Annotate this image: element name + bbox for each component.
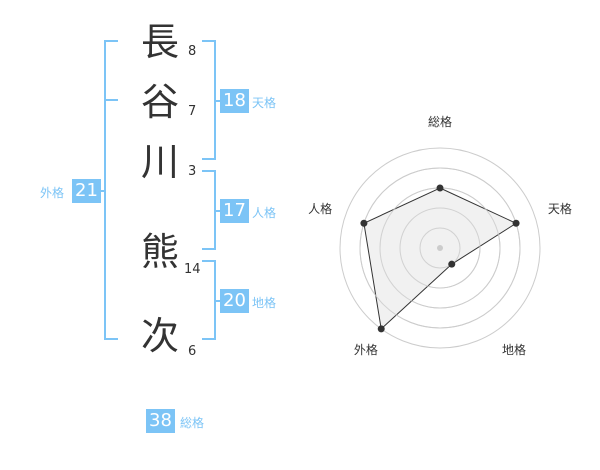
radar-grid-ring-overlay: [399, 207, 481, 289]
gaikaku-label: 外格: [40, 186, 65, 200]
radar-point-5: [360, 219, 368, 227]
jinkaku-value: 17: [220, 199, 249, 223]
radar-axis-label-1: 総格: [428, 114, 452, 129]
jinkaku-connector: [214, 210, 222, 212]
radar-grid-ring-overlay: [359, 167, 521, 329]
stroke-count-2: 7: [188, 104, 197, 119]
stroke-count-5: 6: [188, 344, 197, 359]
radar-point-2: [512, 219, 520, 227]
name-char-5: 次: [140, 314, 179, 358]
radar-axis-label-4: 外格: [354, 342, 378, 357]
tenkaku-connector: [214, 100, 222, 102]
gaikaku-value: 21: [72, 179, 101, 203]
stroke-count-4: 14: [184, 262, 201, 277]
gaikaku-bracket: [104, 40, 118, 340]
radar-axis-label-3: 地格: [502, 342, 526, 357]
name-char-2: 谷: [140, 80, 179, 124]
tenkaku-value: 18: [220, 89, 249, 113]
chikaku-connector: [214, 300, 222, 302]
soukaku-label: 総格: [180, 416, 205, 430]
jinkaku-label: 人格: [252, 206, 277, 220]
radar-axis-label-2: 天格: [548, 201, 572, 216]
gaikaku-connector: [96, 190, 106, 192]
radar-value-polygon: [363, 187, 518, 330]
chikaku-label: 地格: [252, 296, 277, 310]
radar-point-1: [436, 184, 444, 192]
name-char-3: 川: [140, 140, 179, 184]
radar-point-3: [448, 260, 456, 268]
radar-center-dot: [437, 245, 443, 251]
radar-axis-label-5: 人格: [308, 201, 332, 216]
gaikaku-bracket-tick: [104, 99, 118, 101]
radar-point-4: [377, 325, 385, 333]
name-char-1: 長: [140, 20, 179, 64]
tenkaku-label: 天格: [252, 96, 277, 110]
radar-grid-ring-overlay: [419, 227, 461, 269]
soukaku-value: 38: [146, 409, 175, 433]
stroke-count-3: 3: [188, 164, 197, 179]
name-char-4: 熊: [140, 230, 179, 274]
chikaku-value: 20: [220, 289, 249, 313]
stroke-count-1: 8: [188, 44, 197, 59]
